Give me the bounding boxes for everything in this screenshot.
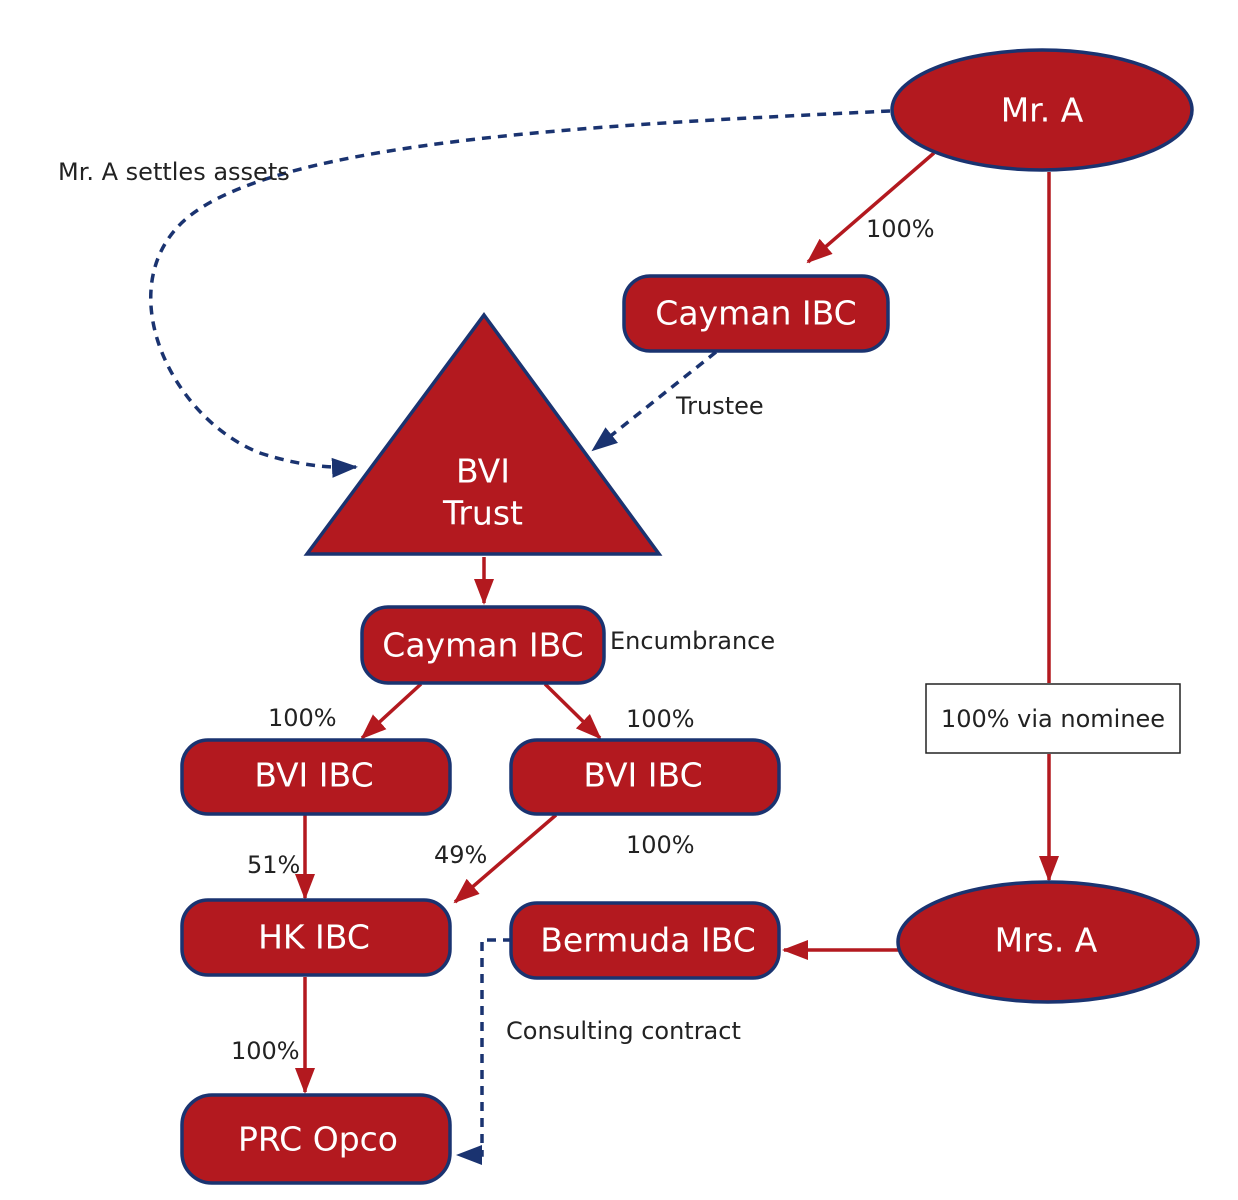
node-cayman-ibc-holding-label: Cayman IBC — [382, 626, 583, 665]
label-bvi-right-extra-pct: 100% — [626, 831, 695, 859]
node-mrs-a: Mrs. A — [896, 880, 1200, 1004]
node-bvi-trust-label-line1: BVI — [456, 452, 510, 491]
node-bermuda-ibc-label: Bermuda IBC — [540, 921, 755, 960]
label-consulting-contract: Consulting contract — [506, 1017, 741, 1045]
nominee-box: 100% via nominee — [925, 683, 1181, 754]
node-prc-opco-label: PRC Opco — [238, 1120, 398, 1159]
label-hk-to-prc-pct: 100% — [231, 1037, 300, 1065]
node-bvi-trust-label-line2: Trust — [442, 494, 523, 533]
edge-cayman-to-bvi-left — [360, 682, 423, 740]
node-cayman-ibc-holding: Cayman IBC — [360, 605, 606, 685]
node-mr-a-label: Mr. A — [1001, 91, 1084, 130]
node-mr-a: Mr. A — [890, 48, 1194, 172]
nominee-label: 100% via nominee — [941, 705, 1165, 733]
edge-bermuda-consulting-to-prc — [456, 938, 512, 1165]
label-trustee: Trustee — [675, 392, 764, 420]
label-cayman-to-bvi-left-pct: 100% — [268, 704, 337, 732]
edge-bvi-right-to-hk — [453, 813, 558, 904]
label-encumbrance: Encumbrance — [610, 627, 775, 655]
edge-trustee-to-trust — [591, 350, 718, 452]
node-prc-opco: PRC Opco — [180, 1093, 452, 1185]
node-bvi-ibc-left: BVI IBC — [180, 738, 452, 816]
node-cayman-ibc-trustee-label: Cayman IBC — [655, 294, 856, 333]
edge-mr-a-to-cayman-trustee — [806, 151, 936, 264]
edge-mr-a-settles-to-trust — [148, 109, 891, 478]
label-settles-assets: Mr. A settles assets — [58, 158, 290, 186]
node-bvi-ibc-right-label: BVI IBC — [583, 756, 702, 795]
label-mr-a-to-cayman-pct: 100% — [866, 215, 935, 243]
node-bvi-ibc-right: BVI IBC — [509, 738, 781, 816]
node-hk-ibc: HK IBC — [180, 898, 452, 977]
edge-cayman-to-bvi-right — [543, 682, 602, 740]
node-mrs-a-label: Mrs. A — [995, 921, 1098, 960]
label-bvi-right-to-hk-pct: 49% — [434, 841, 487, 869]
label-cayman-to-bvi-right-pct: 100% — [626, 705, 695, 733]
label-bvi-left-to-hk-pct: 51% — [247, 851, 300, 879]
node-hk-ibc-label: HK IBC — [258, 918, 370, 957]
node-bvi-ibc-left-label: BVI IBC — [254, 756, 373, 795]
node-cayman-ibc-trustee: Cayman IBC — [622, 274, 890, 353]
node-bvi-trust: BVI Trust — [303, 312, 663, 556]
node-bermuda-ibc: Bermuda IBC — [509, 901, 781, 980]
